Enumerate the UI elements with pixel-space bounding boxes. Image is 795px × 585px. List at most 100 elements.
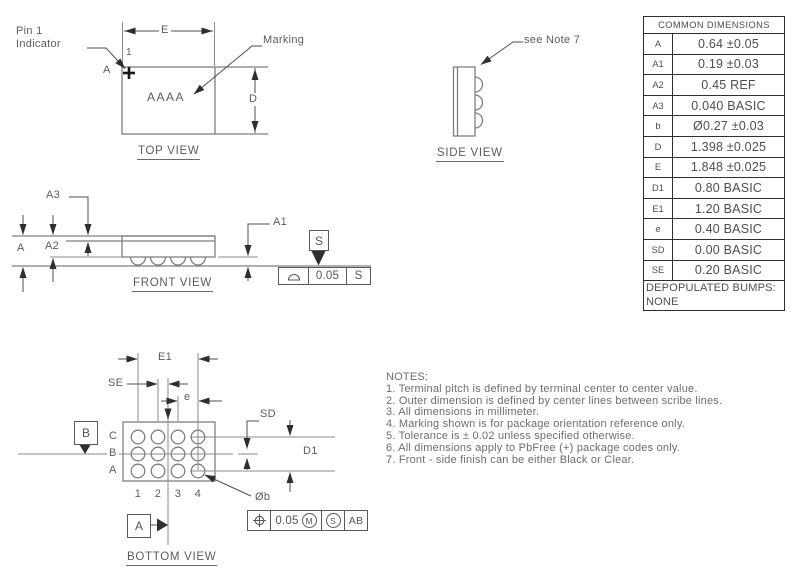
row-label-C: C [109,430,118,442]
table-title: COMMON DIMENSIONS [644,17,784,34]
table-row: A3 0.040 BASIC [644,95,784,117]
pin1-indicator-label: Pin 1 Indicator [16,25,61,50]
depopulated-line2: NONE [646,295,679,308]
side-view-title: SIDE VIEW [436,147,504,163]
dim-symbol: D1 [644,178,673,198]
front-view-linework [12,196,371,292]
dim-value: 0.45 REF [701,77,756,92]
dim-SD-label: SD [260,408,276,420]
dim-symbol: SE [644,260,673,281]
top-view-title: TOP VIEW [137,145,201,161]
dim-D1-label: D1 [303,445,318,457]
bottom-view-title: BOTTOM VIEW [126,551,218,567]
dim-A1-label: A1 [273,216,288,228]
note-item: 2. Outer dimension is defined by center … [386,394,723,407]
dim-A3-label: A3 [46,189,61,201]
fcf-tolerance-value: 0.05 [309,268,347,284]
dim-value: 0.40 BASIC [694,222,763,237]
marking-text: AAAA [147,90,186,104]
table-row: e 0.40 BASIC [644,219,784,240]
datum-a-letter: A [134,519,143,533]
mmc-modifier-icon: M [301,513,317,528]
notes-block: NOTES: 1. Terminal pitch is defined by t… [386,371,791,466]
dim-symbol: SD [644,239,673,260]
table-row: SE 0.20 BASIC [644,260,784,282]
note-item: 4. Marking shown is for package orientat… [386,418,685,431]
dim-value: Ø0.27 ±0.03 [693,119,764,134]
rfs-modifier-icon: S [325,513,341,528]
table-row: SD 0.00 BASIC [644,239,784,261]
table-row: D 1.398 ±0.025 [644,136,784,158]
common-dimensions-table: COMMON DIMENSIONS A 0.64 ±0.05 A1 0.19 ±… [643,16,785,312]
dim-A2-label: A2 [45,240,60,252]
dim-symbol: A3 [644,95,673,116]
dim-A-label: A [17,242,25,254]
datum-a-triangle [157,518,168,532]
side-view-linework [452,41,523,137]
note-item: 1. Terminal pitch is defined by terminal… [386,382,698,395]
datum-a-box: A [127,514,151,538]
table-row: b Ø0.27 ±0.03 [644,116,784,137]
see-note-callout: see Note 7 [524,34,581,46]
dim-E-label: E [159,24,171,37]
fcf-datum-ref: S [354,270,363,282]
marking-callout-label: Marking [263,34,305,46]
table-row: A2 0.45 REF [644,75,784,96]
dim-value: 0.80 BASIC [694,180,763,195]
dim-value: 0.00 BASIC [694,242,763,257]
dim-value: 1.398 ±0.025 [690,139,767,154]
depopulated-bumps-note: DEPOPULATED BUMPS: NONE [644,281,784,310]
note-item: 5. Tolerance is ± 0.02 unless specified … [386,429,635,442]
ball-diameter-callout: Øb [255,491,271,503]
note-item: 3. All dimensions in millimeter. [386,406,540,419]
table-row: A1 0.19 ±0.03 [644,54,784,76]
dim-symbol: E [644,157,673,178]
col-label-2: 2 [154,488,162,500]
note-item: 7. Front - side finish can be either Bla… [386,453,635,466]
dim-symbol: A1 [644,54,673,75]
datum-b-triangle [79,444,91,454]
top-view-col1-label: 1 [126,47,132,58]
side-bump [474,76,484,129]
table-row: E1 1.20 BASIC [644,198,784,220]
top-view-rowA-label: A [103,64,111,76]
dim-D-label: D [247,93,260,106]
dim-symbol: A2 [644,75,673,95]
dim-value: 1.20 BASIC [694,201,763,216]
dim-value: 0.20 BASIC [694,263,763,278]
col-label-4: 4 [194,488,202,500]
datum-s-box: S [309,230,329,251]
table-row: A 0.64 ±0.05 [644,34,784,55]
fcf2-datum-refs: AB [348,514,364,527]
table-row: E 1.848 ±0.025 [644,157,784,179]
datum-s-triangle [311,251,326,266]
datum-s-letter: S [314,233,323,248]
row-label-A: A [109,464,117,476]
dim-SE-label: SE [108,377,124,389]
front-bumps [129,256,207,266]
profile-of-surface-icon [279,268,309,284]
row-label-B: B [107,447,119,460]
col-label-3: 3 [174,488,182,500]
notes-title: NOTES: [386,371,429,383]
dim-e-label: e [184,391,191,403]
dim-value: 0.64 ±0.05 [698,36,759,51]
dim-symbol: D [644,136,673,157]
seating-plane-fcf: 0.05 S [278,267,371,285]
table-row: D1 0.80 BASIC [644,178,784,199]
dim-value: 0.040 BASIC [691,98,766,113]
col-label-1: 1 [134,488,142,500]
dim-symbol: E1 [644,198,673,219]
true-position-icon [248,511,271,530]
datum-b-letter: B [81,426,90,440]
bump-position-fcf: 0.05 M S AB [247,510,368,531]
dim-symbol: A [644,34,673,54]
dim-symbol: b [644,116,673,136]
dim-symbol: e [644,219,673,239]
dim-E1-label: E1 [158,351,173,363]
dim-value: 1.848 ±0.025 [690,160,767,175]
top-view-linework [87,22,268,135]
dim-value: 0.19 ±0.03 [698,57,759,72]
